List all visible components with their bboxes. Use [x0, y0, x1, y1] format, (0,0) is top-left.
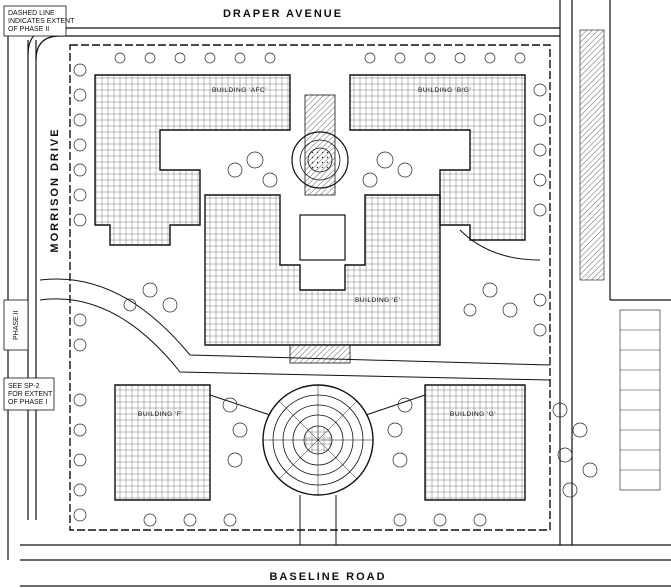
street-label-south: BASELINE ROAD [269, 571, 386, 583]
see-sp-line-3: OF PHASE I [8, 399, 47, 406]
street-label-west: MORRISON DRIVE [49, 127, 61, 252]
street-label-north: DRAPER AVENUE [223, 8, 343, 20]
building-e-label: BUILDING 'E' [355, 297, 400, 304]
courtyard-e [299, 214, 346, 261]
south-plaza [209, 384, 426, 545]
parking-stalls [579, 29, 661, 491]
phase-note-line-1: DASHED LINE [8, 10, 55, 17]
phase-note-line-3: OF PHASE II [8, 26, 49, 33]
central-walks [289, 94, 351, 364]
building-f [114, 384, 211, 501]
note-boxes [3, 5, 67, 411]
building-g-label: BUILDING 'G' [450, 411, 496, 418]
building-f-label: BUILDING 'F' [138, 411, 183, 418]
site-boundary [69, 44, 551, 531]
phase-ii-note: PHASE II [13, 310, 20, 340]
buildings [94, 74, 526, 501]
building-bg-label: BUILDING 'B/G' [418, 87, 471, 94]
west-drive [39, 229, 551, 381]
landscape-trees [73, 52, 598, 527]
building-afc [94, 74, 291, 246]
north-plaza [291, 131, 349, 189]
building-afc-label: BUILDING 'AFC' [212, 87, 267, 94]
phase-note-line-2: INDICATES EXTENT [8, 18, 75, 25]
building-e [204, 194, 441, 346]
see-sp-line-2: FOR EXTENT [8, 391, 53, 398]
building-g [424, 384, 526, 501]
see-sp-line-1: SEE SP-2 [8, 383, 40, 390]
